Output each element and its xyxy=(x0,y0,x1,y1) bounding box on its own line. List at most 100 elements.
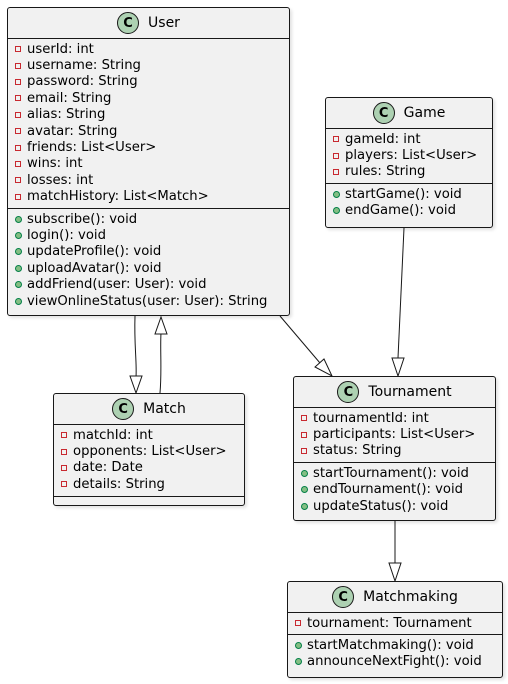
private-visibility-icon xyxy=(300,447,308,454)
arrowhead-user-from-match xyxy=(154,315,168,335)
attribute-text: details: String xyxy=(73,476,165,492)
method-row: addFriend(user: User): void xyxy=(8,276,289,292)
attribute-row: alias: String xyxy=(8,107,289,123)
public-visibility-icon xyxy=(14,231,22,239)
class-name: Game xyxy=(403,105,446,121)
attribute-row: password: String xyxy=(8,74,289,90)
attribute-row: date: Date xyxy=(54,460,244,476)
private-visibility-icon xyxy=(60,481,68,488)
method-row: startGame(): void xyxy=(326,186,492,202)
attribute-text: date: Date xyxy=(73,460,143,476)
attribute-text: matchId: int xyxy=(73,427,153,443)
private-visibility-icon xyxy=(60,432,68,439)
attribute-text: tournamentId: int xyxy=(313,410,429,426)
private-visibility-icon xyxy=(14,177,22,184)
method-row: startMatchmaking(): void xyxy=(288,637,502,653)
attribute-row: tournament: Tournament xyxy=(288,615,502,631)
public-visibility-icon xyxy=(332,207,340,215)
attribute-row: rules: String xyxy=(326,164,492,180)
private-visibility-icon xyxy=(332,168,340,175)
method-text: uploadAvatar(): void xyxy=(27,260,162,276)
class-badge-icon: C xyxy=(372,102,395,124)
class-name: Tournament xyxy=(368,384,452,400)
private-visibility-icon xyxy=(300,431,308,438)
method-row: announceNextFight(): void xyxy=(288,654,502,670)
method-text: announceNextFight(): void xyxy=(307,654,482,670)
attribute-row: details: String xyxy=(54,476,244,492)
attribute-row: participants: List<User> xyxy=(294,426,495,442)
method-text: subscribe(): void xyxy=(27,211,138,227)
attribute-text: status: String xyxy=(313,443,402,459)
arrowhead-tournament-from-user xyxy=(314,358,334,378)
private-visibility-icon xyxy=(332,136,340,143)
attribute-text: password: String xyxy=(27,74,138,90)
private-visibility-icon xyxy=(14,111,22,118)
method-text: endTournament(): void xyxy=(313,482,464,498)
attribute-row: status: String xyxy=(294,443,495,459)
public-visibility-icon xyxy=(294,658,302,666)
private-visibility-icon xyxy=(14,144,22,151)
method-text: addFriend(user: User): void xyxy=(27,277,207,293)
method-row: endTournament(): void xyxy=(294,482,495,498)
public-visibility-icon xyxy=(14,281,22,289)
arrowhead-matchmaking-from-tournament xyxy=(388,562,402,583)
arrow-user-to-tournament xyxy=(279,315,321,364)
private-visibility-icon xyxy=(60,464,68,471)
method-text: updateProfile(): void xyxy=(27,244,162,260)
attribute-text: participants: List<User> xyxy=(313,427,476,443)
method-row: uploadAvatar(): void xyxy=(8,260,289,276)
attribute-row: email: String xyxy=(8,90,289,106)
arrow-user-to-match xyxy=(134,315,137,378)
attribute-text: losses: int xyxy=(27,172,94,188)
method-row: updateStatus(): void xyxy=(294,498,495,514)
public-visibility-icon xyxy=(14,215,22,223)
class-name: Matchmaking xyxy=(363,589,458,605)
class-header: C Matchmaking xyxy=(288,582,502,613)
attribute-text: avatar: String xyxy=(27,123,118,139)
attribute-row: username: String xyxy=(8,57,289,73)
attribute-row: avatar: String xyxy=(8,123,289,139)
private-visibility-icon xyxy=(14,95,22,102)
class-header: C Tournament xyxy=(294,377,495,408)
method-text: endGame(): void xyxy=(345,203,456,219)
class-badge-icon: C xyxy=(337,381,360,403)
attribute-row: gameId: int xyxy=(326,131,492,147)
public-visibility-icon xyxy=(14,297,22,305)
attribute-text: opponents: List<User> xyxy=(73,444,227,460)
attribute-row: matchHistory: List<Match> xyxy=(8,189,289,205)
methods-section xyxy=(54,495,244,502)
attribute-row: matchId: int xyxy=(54,427,244,443)
class-badge-icon: C xyxy=(112,398,135,420)
method-row: startTournament(): void xyxy=(294,465,495,481)
method-row: viewOnlineStatus(user: User): String xyxy=(8,293,289,309)
attribute-text: username: String xyxy=(27,58,141,74)
public-visibility-icon xyxy=(300,502,308,510)
private-visibility-icon xyxy=(300,415,308,422)
method-text: startGame(): void xyxy=(345,186,462,202)
private-visibility-icon xyxy=(332,152,340,159)
attribute-text: userId: int xyxy=(27,41,94,57)
arrowhead-tournament-from-game xyxy=(391,357,405,378)
method-row: updateProfile(): void xyxy=(8,244,289,260)
method-row: subscribe(): void xyxy=(8,211,289,227)
attributes-section: tournament: Tournament xyxy=(288,613,502,634)
attribute-row: losses: int xyxy=(8,172,289,188)
attribute-text: gameId: int xyxy=(345,131,421,147)
attribute-text: friends: List<User> xyxy=(27,140,157,156)
attribute-text: wins: int xyxy=(27,156,83,172)
attribute-text: tournament: Tournament xyxy=(307,615,472,631)
public-visibility-icon xyxy=(14,264,22,272)
attribute-row: wins: int xyxy=(8,156,289,172)
method-row: login(): void xyxy=(8,227,289,243)
public-visibility-icon xyxy=(14,248,22,256)
public-visibility-icon xyxy=(332,190,340,198)
arrow-match-to-user xyxy=(159,332,162,394)
private-visibility-icon xyxy=(14,62,22,69)
